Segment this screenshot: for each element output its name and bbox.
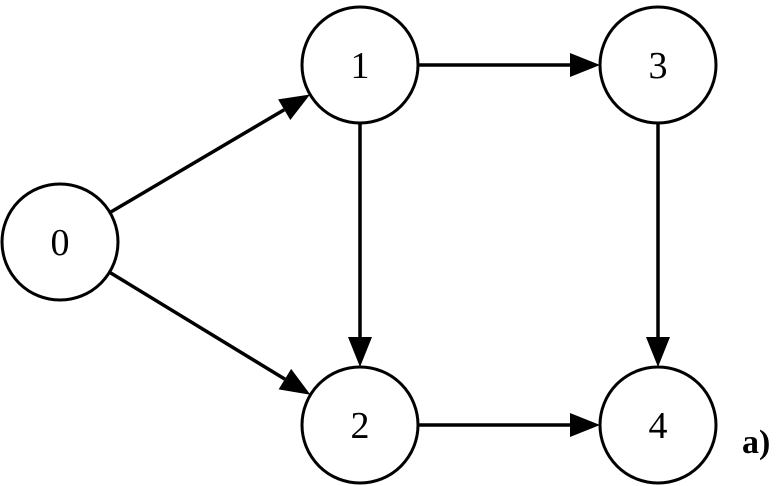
edge-2-to-4 (418, 413, 600, 437)
edge-1-to-2 (348, 123, 372, 367)
edge-1-to-3 (418, 53, 600, 77)
node-circle (0, 182, 120, 302)
edge-0-to-1 (109, 94, 311, 215)
arrow-head-icon (278, 94, 311, 121)
node-label: 0 (51, 222, 70, 264)
node-0: 0 (0, 182, 120, 302)
edge-3-to-4 (646, 123, 670, 367)
node-1: 1 (300, 5, 420, 125)
node-circle (598, 365, 718, 485)
node-4: 4 (598, 365, 718, 485)
node-label: 2 (351, 405, 370, 447)
edge-0-to-2 (108, 270, 311, 395)
arrow-head-icon (570, 413, 600, 437)
arrow-head-icon (278, 368, 311, 395)
arrow-head-icon (646, 337, 670, 367)
edge-line (109, 108, 286, 215)
node-circle (598, 5, 718, 125)
node-label: 1 (351, 45, 370, 87)
node-3: 3 (598, 5, 718, 125)
edge-line (108, 270, 286, 381)
node-label: 3 (649, 45, 668, 87)
node-label: 4 (649, 405, 668, 447)
nodes-layer: 0 1 2 3 4 (0, 5, 718, 485)
arrow-head-icon (348, 337, 372, 367)
arrow-head-icon (570, 53, 600, 77)
figure-caption: a) (742, 424, 770, 461)
node-circle (300, 365, 420, 485)
edges-layer (108, 53, 670, 437)
node-circle (300, 5, 420, 125)
node-2: 2 (300, 365, 420, 485)
